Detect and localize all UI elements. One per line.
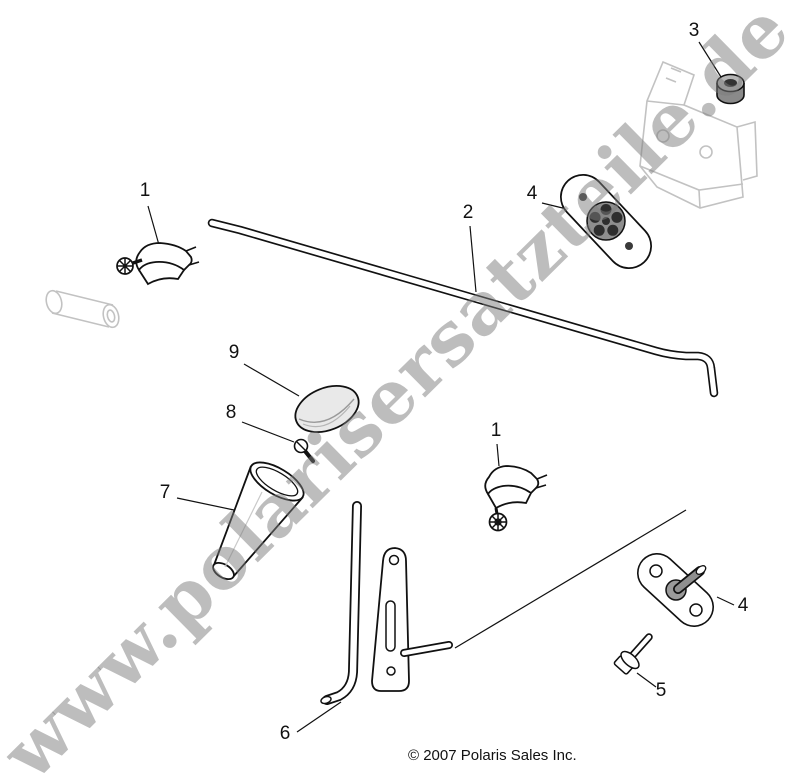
callout-flange-lower: 4 — [738, 595, 749, 616]
part-flange-lower — [637, 553, 714, 627]
reference-frame-bracket — [639, 60, 758, 209]
leader-clamp-left — [147, 205, 160, 246]
leader-clamp-mid — [496, 443, 500, 467]
callout-bolt: 5 — [656, 680, 667, 701]
callout-nut: 3 — [689, 20, 700, 41]
leader-knob — [243, 363, 300, 397]
part-nut — [716, 73, 745, 105]
part-lever — [320, 501, 453, 705]
part-flange-upper — [560, 174, 652, 269]
callout-rod: 2 — [463, 202, 474, 223]
callout-clamp-left: 1 — [140, 180, 151, 201]
leader-lever — [296, 701, 342, 733]
leader-rod — [469, 225, 477, 293]
leader-bolt — [636, 672, 657, 688]
callout-lever: 6 — [280, 723, 291, 744]
part-bolt — [613, 633, 653, 675]
part-shift-rod — [207, 218, 719, 398]
callout-flange-upper: 4 — [527, 183, 538, 204]
part-screw — [293, 438, 316, 464]
leader-lines — [147, 41, 735, 733]
reference-shaft-end — [45, 289, 120, 329]
part-boot — [212, 461, 305, 581]
part-knob — [294, 385, 360, 433]
leader-nut — [698, 41, 722, 78]
assembly-line — [454, 509, 687, 649]
callout-clamp-mid: 1 — [491, 420, 502, 441]
leader-flange-lower — [716, 596, 735, 606]
leader-boot — [176, 497, 235, 511]
callout-boot: 7 — [160, 482, 171, 503]
copyright-text: © 2007 Polaris Sales Inc. — [408, 747, 577, 764]
callout-knob: 9 — [229, 342, 240, 363]
leader-screw — [241, 421, 295, 443]
part-clamp-left — [116, 242, 200, 286]
part-clamp-mid — [484, 465, 548, 532]
callout-screw: 8 — [226, 402, 237, 423]
callout-labels: 3 4 2 1 9 8 7 1 4 5 6 — [140, 20, 749, 744]
